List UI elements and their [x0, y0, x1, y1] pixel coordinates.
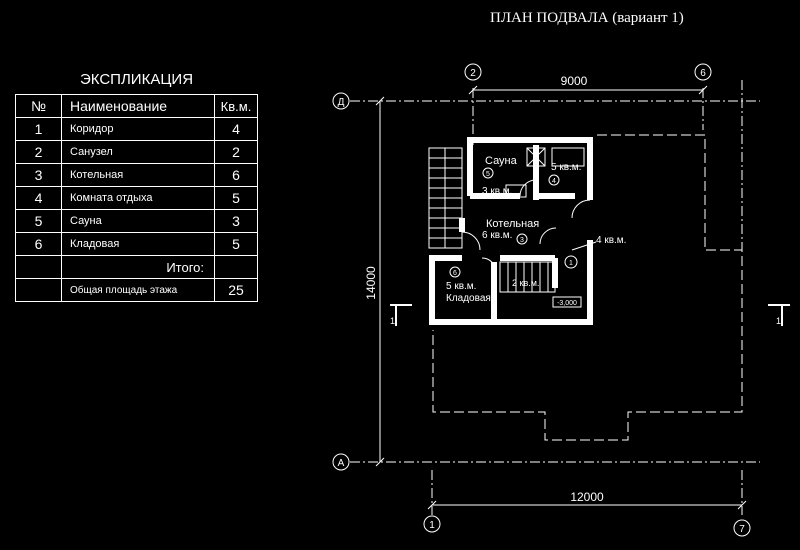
room-number: 1 — [569, 260, 573, 267]
leader-line — [571, 241, 597, 251]
floor-area-row: Общая площадь этажа 25 — [15, 278, 258, 302]
room-name-sauna: Сауна — [485, 155, 518, 167]
level-mark: -3,000 — [557, 300, 577, 307]
room-area-sauna: 3 кв.м. — [482, 186, 512, 197]
header-area: Кв.м. — [214, 94, 258, 118]
table-row: 1 Коридор 4 — [15, 117, 258, 141]
axis-label: А — [338, 458, 345, 469]
level-mark-box — [552, 296, 582, 308]
basement-walls — [429, 137, 593, 325]
table-row: 6 Кладовая 5 — [15, 232, 258, 256]
axis-label: Д — [338, 97, 345, 108]
room-number: 3 — [520, 237, 524, 244]
axis-lines — [350, 80, 760, 515]
row-area: 5 — [214, 186, 258, 210]
row-area: 6 — [214, 163, 258, 187]
row-area: 3 — [214, 209, 258, 233]
axis-label: 2 — [470, 68, 476, 79]
total-row: Итого: — [15, 255, 258, 279]
floor-area-label: Общая площадь этажа — [61, 278, 215, 302]
row-num: 6 — [15, 232, 62, 256]
room-area-storage: 5 кв.м. — [446, 281, 476, 292]
room-number: 6 — [453, 270, 457, 277]
row-area: 4 — [214, 117, 258, 141]
dimension-bottom: 12000 — [570, 490, 604, 504]
sauna-fixtures — [505, 147, 585, 198]
axis-label: 6 — [700, 68, 706, 79]
section-label: 1 — [390, 316, 395, 326]
room-area-boiler: 6 кв.м. — [482, 230, 512, 241]
room-name-storage: Кладовая — [446, 293, 491, 304]
total-empty — [15, 255, 62, 279]
explication-table: № Наименование Кв.м. 1 Коридор 4 2 Сануз… — [15, 94, 258, 302]
room-number: 4 — [552, 178, 556, 185]
room-number-circle — [482, 167, 494, 179]
table-row: 2 Санузел 2 — [15, 140, 258, 164]
room-number-circle — [564, 255, 578, 269]
floor-area-empty — [15, 278, 62, 302]
section-marks — [390, 304, 790, 326]
staircase — [428, 147, 556, 293]
dimension-lines — [375, 85, 747, 510]
room-number-circle — [449, 266, 461, 278]
axis-label: 1 — [429, 520, 435, 531]
room-number-circle — [548, 174, 560, 186]
room-number-circle — [516, 233, 528, 245]
row-num: 3 — [15, 163, 62, 187]
building-outline — [432, 134, 743, 441]
row-name: Коридор — [61, 117, 215, 141]
row-num: 2 — [15, 140, 62, 164]
row-name: Комната отдыха — [61, 186, 215, 210]
axis-label: 7 — [739, 524, 745, 535]
dimension-left: 14000 — [364, 266, 378, 300]
dimension-top: 9000 — [561, 74, 588, 88]
table-row: 3 Котельная 6 — [15, 163, 258, 187]
drawing-title: ПЛАН ПОДВАЛА (вариант 1) — [490, 10, 684, 26]
room-area-bath: 2 кв.м. — [512, 278, 539, 288]
room-area-corridor: 4 кв.м. — [596, 235, 626, 246]
axis-markers — [332, 63, 751, 537]
total-empty-area — [214, 255, 258, 279]
room-area-rest: 5 кв.м. — [551, 162, 581, 173]
row-name: Санузел — [61, 140, 215, 164]
room-name-boiler: Котельная — [486, 218, 539, 230]
section-label: 1 — [776, 316, 781, 326]
floor-area-value: 25 — [214, 278, 258, 302]
total-label: Итого: — [61, 255, 215, 279]
explication-title: ЭКСПЛИКАЦИЯ — [80, 71, 194, 88]
room-number: 5 — [486, 171, 490, 178]
